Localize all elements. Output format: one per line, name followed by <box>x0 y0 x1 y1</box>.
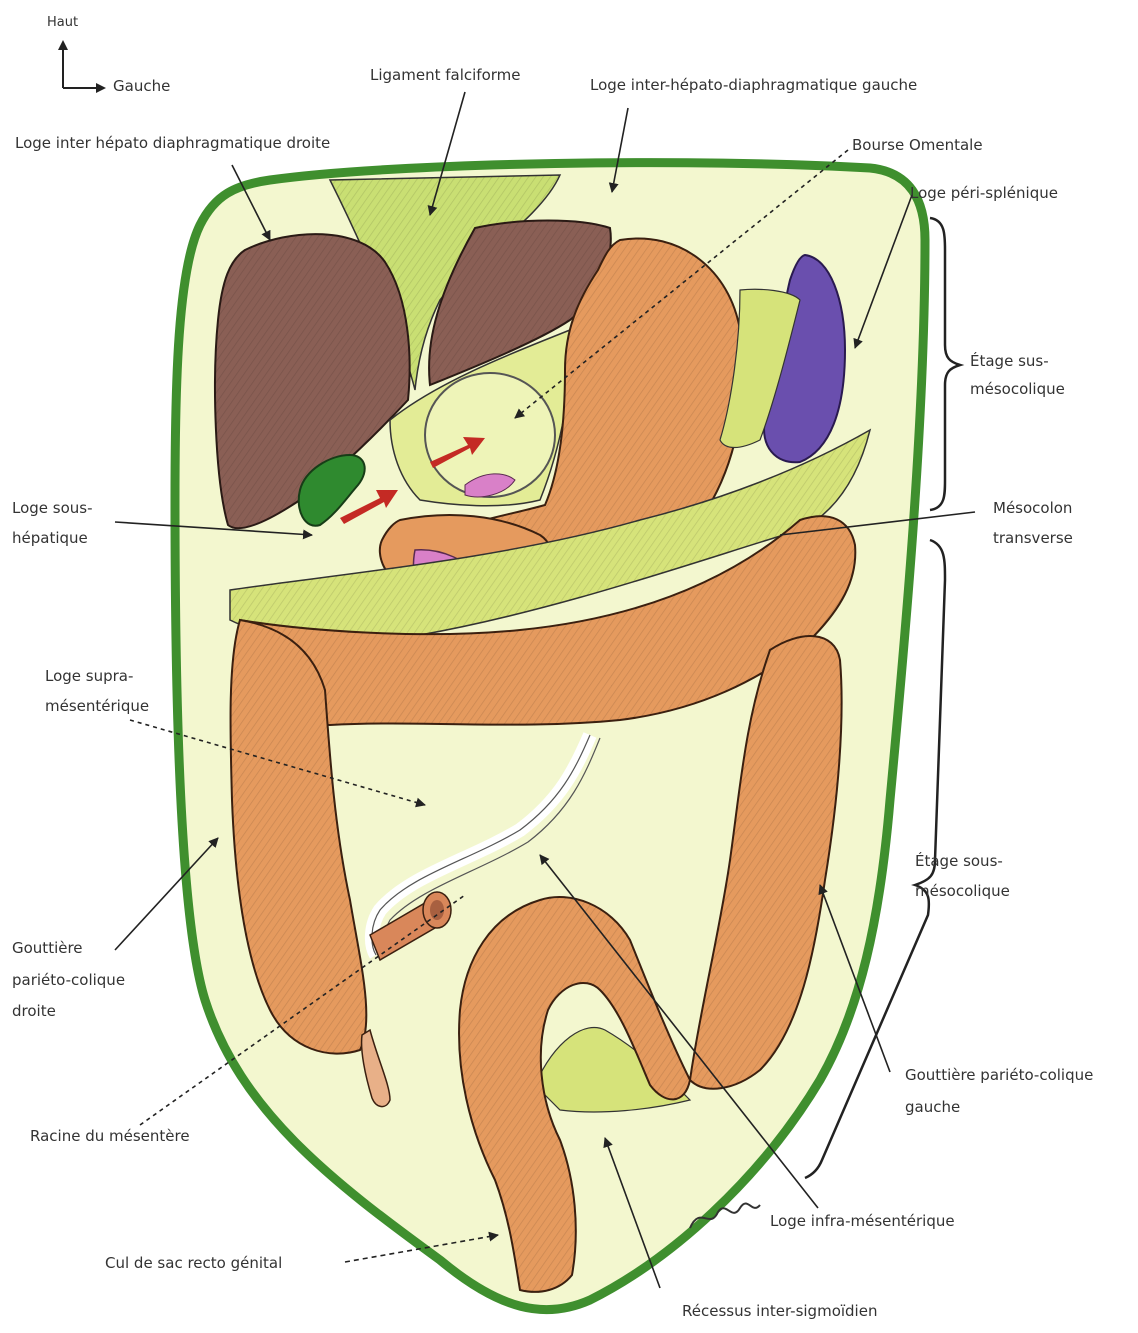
label-gouttiere-droite-3: droite <box>12 998 56 1024</box>
label-gouttiere-gauche-1: Gouttière pariéto-colique <box>905 1062 1093 1088</box>
label-loge-ihd-gauche: Loge inter-hépato-diaphragmatique gauche <box>590 72 917 98</box>
label-racine-mesentere: Racine du mésentère <box>30 1123 190 1149</box>
label-loge-ihd-droite: Loge inter hépato diaphragmatique droite <box>15 130 330 156</box>
label-etage-sus-1: Étage sus- <box>970 348 1049 374</box>
label-etage-sus-2: mésocolique <box>970 376 1065 402</box>
label-gauche: Gauche <box>113 73 170 99</box>
label-recessus: Récessus inter-sigmoïdien <box>682 1298 877 1324</box>
label-bourse-omentale: Bourse Omentale <box>852 132 983 158</box>
label-loge-infra: Loge infra-mésentérique <box>770 1208 955 1234</box>
label-loge-supra-1: Loge supra- <box>45 663 133 689</box>
label-mesocolon-2: transverse <box>993 525 1073 551</box>
label-gouttiere-gauche-2: gauche <box>905 1094 960 1120</box>
label-loge-supra-2: mésentérique <box>45 693 149 719</box>
label-gouttiere-droite-1: Gouttière <box>12 935 83 961</box>
label-etage-sous-2: mésocolique <box>915 878 1010 904</box>
label-loge-sous-hep-1: Loge sous- <box>12 495 93 521</box>
label-loge-sous-hep-2: hépatique <box>12 525 88 551</box>
label-etage-sous-1: Étage sous- <box>915 848 1003 874</box>
label-mesocolon-1: Mésocolon <box>993 495 1072 521</box>
label-ligament-falciforme: Ligament falciforme <box>370 62 521 88</box>
label-loge-peri-splenique: Loge péri-splénique <box>910 180 1058 206</box>
brace-sus-mesocolique <box>930 218 960 510</box>
orientation-axes <box>63 45 100 88</box>
label-gouttiere-droite-2: pariéto-colique <box>12 967 125 993</box>
label-cul-de-sac: Cul de sac recto génital <box>105 1250 282 1276</box>
label-haut: Haut <box>47 12 78 35</box>
